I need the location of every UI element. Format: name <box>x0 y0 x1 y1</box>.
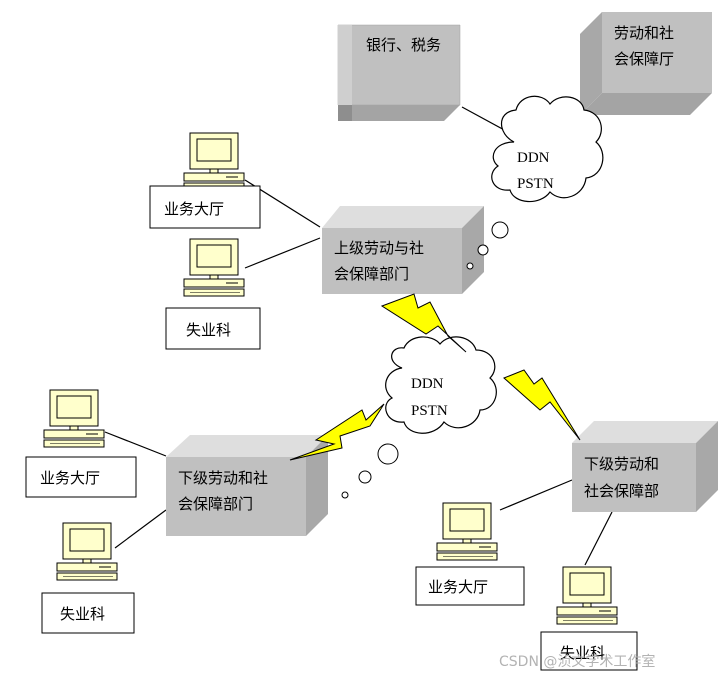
link-right-unemp-pc <box>584 511 613 566</box>
thought-bubble <box>358 470 372 484</box>
upper-hall-label: 业务大厅 <box>164 200 224 218</box>
cloud-top-label-line2: PSTN <box>517 176 554 192</box>
bank-tax-node: 银行、税务 <box>337 24 461 121</box>
watermark: CSDN @浈文学术工作室 <box>499 653 655 670</box>
computer-icon <box>183 238 245 297</box>
cloud-middle: DDN PSTN <box>341 336 497 499</box>
upper-dept-label-line2: 会保障部门 <box>334 265 409 283</box>
lower-dept-right-label-line1: 下级劳动和 <box>584 455 659 473</box>
lower-dept-right-label-line2: 社会保障部 <box>584 482 659 500</box>
computer-icon <box>556 566 618 625</box>
lower-dept-right-node: 下级劳动和 社会保障部 <box>572 421 718 512</box>
left-hall-label: 业务大厅 <box>40 469 100 487</box>
lower-dept-left-node: 下级劳动和社 会保障部门 <box>166 435 328 536</box>
lightning-icon <box>503 369 581 441</box>
labor-bureau-label-line2: 会保障厅 <box>614 50 674 68</box>
upper-unemployment-label: 失业科 <box>186 321 231 339</box>
right-hall-station: 业务大厅 <box>415 566 525 606</box>
link-right-hall-pc <box>499 479 573 511</box>
left-unemployment-station: 失业科 <box>41 592 135 634</box>
lightning-icon <box>289 403 385 461</box>
computer-icon <box>183 132 245 191</box>
right-hall-label: 业务大厅 <box>428 578 488 596</box>
thought-bubble <box>341 491 349 499</box>
labor-bureau-node: 劳动和社 会保障厅 <box>580 12 712 115</box>
lightning-bolts <box>289 293 581 461</box>
left-unemployment-label: 失业科 <box>60 605 105 623</box>
lower-dept-left-label-line2: 会保障部门 <box>178 495 253 513</box>
labor-bureau-label-line1: 劳动和社 <box>614 24 674 42</box>
upper-dept-label-line1: 上级劳动与社 <box>334 239 424 257</box>
thought-bubble <box>377 443 399 465</box>
link-left-unemp-pc <box>114 509 167 549</box>
thought-bubble <box>491 221 509 239</box>
upper-hall-station: 业务大厅 <box>149 185 261 229</box>
computer-icon <box>56 522 118 581</box>
upper-dept-node: 上级劳动与社 会保障部门 <box>322 206 484 294</box>
cloud-top-label-line1: DDN <box>517 150 550 166</box>
computer-icon <box>436 502 498 561</box>
cloud-middle-label-line2: PSTN <box>411 403 448 419</box>
link-bank-cloud <box>461 106 509 133</box>
cloud-middle-label-line1: DDN <box>411 376 444 392</box>
right-unemployment-station: 失业科 <box>540 631 638 671</box>
left-hall-station: 业务大厅 <box>25 456 137 498</box>
lower-dept-left-label-line1: 下级劳动和社 <box>178 469 268 487</box>
link-left-hall-pc <box>104 431 167 457</box>
cloud-top: DDN PSTN <box>466 95 604 270</box>
computer-icon <box>43 389 105 448</box>
right-unemployment-label: 失业科 <box>560 644 605 662</box>
thought-bubble <box>466 262 474 270</box>
thought-bubble <box>477 244 489 256</box>
lightning-icon <box>380 293 467 353</box>
upper-unemployment-station: 失业科 <box>165 307 261 350</box>
link-upper-unemp-pc <box>244 237 321 269</box>
bank-tax-label: 银行、税务 <box>366 36 441 54</box>
